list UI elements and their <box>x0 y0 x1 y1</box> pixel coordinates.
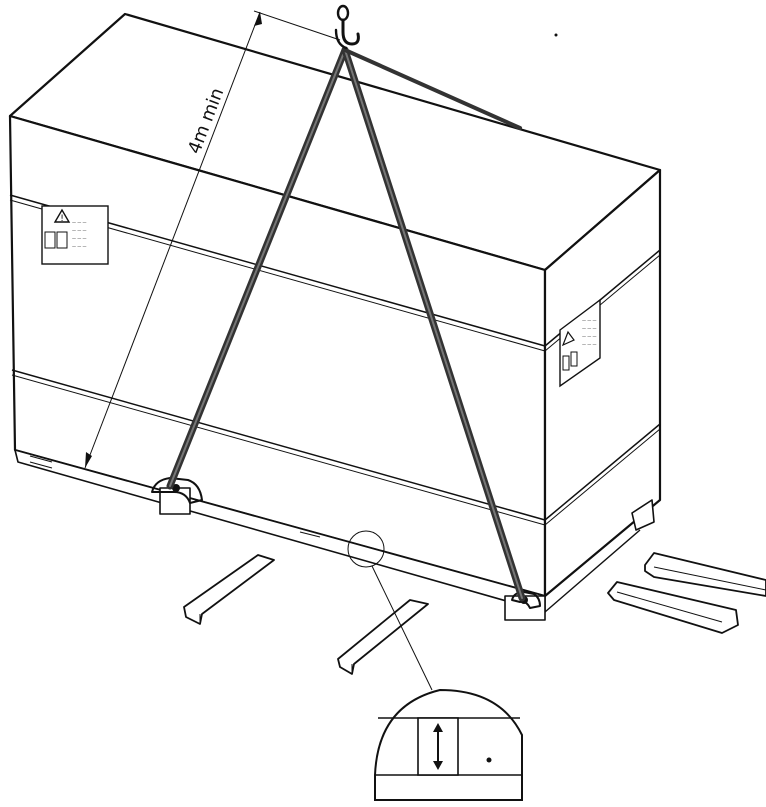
crane-hook-icon <box>334 4 360 50</box>
stray-dot <box>554 33 558 37</box>
skid-foot-back <box>631 499 655 531</box>
warning-triangle-icon <box>561 330 575 347</box>
label-line: — — — <box>582 334 597 339</box>
up-down-arrow-icon <box>433 723 443 732</box>
crate-base-skid <box>14 449 655 621</box>
forklift-tine <box>183 554 275 625</box>
forklift-tine <box>337 599 429 675</box>
label-line: — — — <box>72 228 87 233</box>
svg-text:!: ! <box>60 214 64 224</box>
label-line: — — — <box>72 236 87 241</box>
label-line: — — — <box>582 342 597 347</box>
warning-label-front: ! — — — — — — — — — — — — <box>41 205 109 265</box>
label-line: — — — <box>582 318 597 323</box>
label-line: — — — <box>582 326 597 331</box>
lifting-bracket-left <box>151 477 203 504</box>
detail-callout <box>347 530 523 801</box>
forklift-tine <box>644 552 766 597</box>
label-icon-box <box>570 351 578 367</box>
label-icon-box <box>56 231 68 249</box>
warning-label-side: — — — — — — — — — — — — <box>559 298 601 388</box>
label-icon-box <box>44 231 56 249</box>
label-icon-box <box>562 355 570 371</box>
crate-side-face <box>543 168 662 598</box>
lifting-slings <box>166 46 526 602</box>
label-line: — — — <box>72 220 87 225</box>
forklift-tine <box>607 581 739 634</box>
warning-triangle-icon <box>53 208 71 223</box>
detail-marker-circle <box>347 530 385 568</box>
label-line: — — — <box>72 244 87 249</box>
